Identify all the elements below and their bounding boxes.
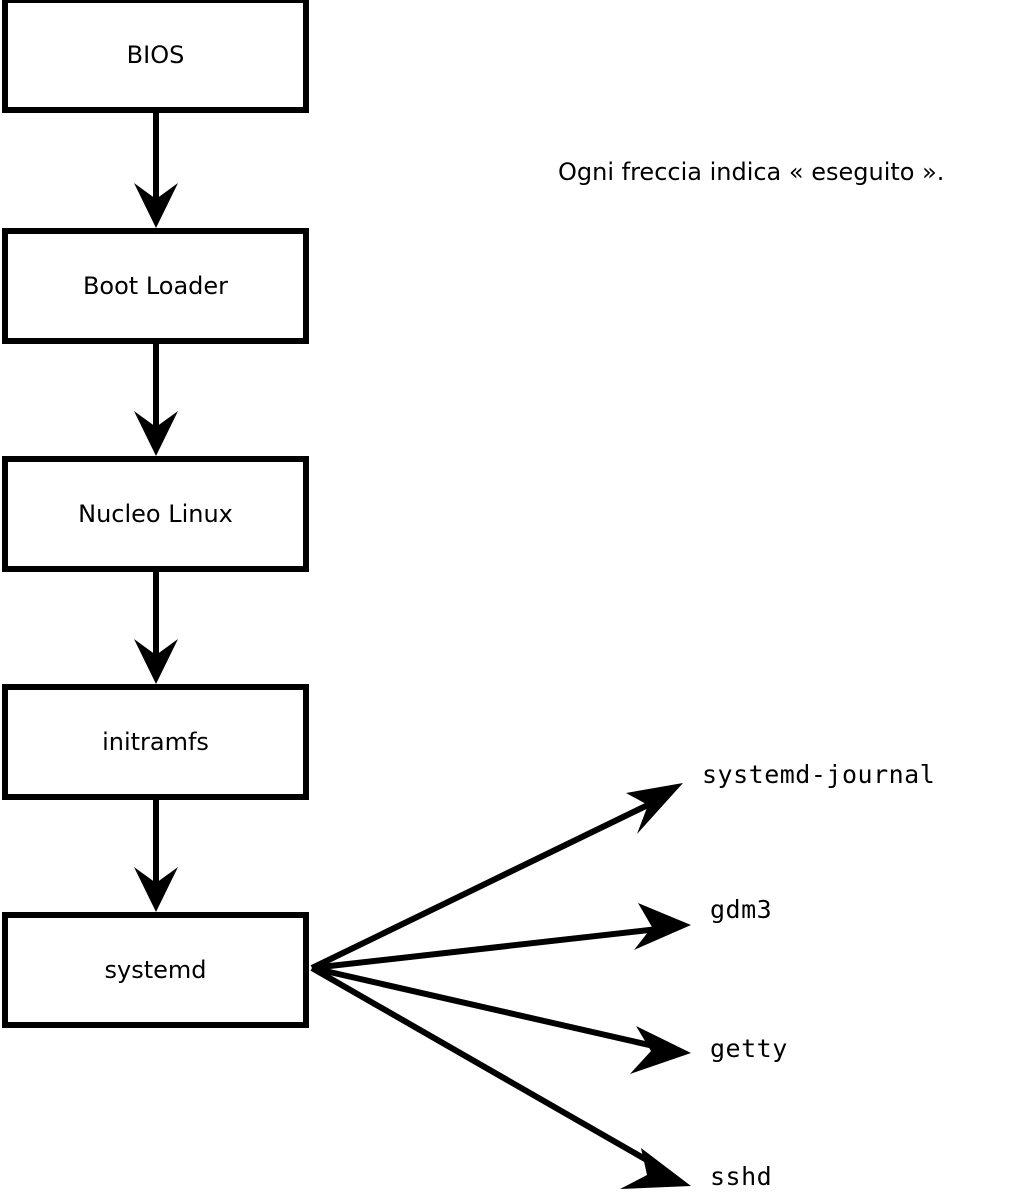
arrow-systemd-to-gdm3 [311,903,691,971]
service-label-sshd: sshd [710,1162,773,1191]
chain-arrow-group [134,113,178,912]
arrow-bios-to-boot-loader [134,113,178,228]
node-initramfs-label: initramfs [102,728,209,756]
node-nucleo-linux[interactable]: Nucleo Linux [2,456,309,572]
node-systemd[interactable]: systemd [2,912,309,1028]
service-label-getty: getty [710,1034,788,1063]
fanout-arrow-group [310,783,691,1189]
arrow-systemd-to-sshd [310,965,691,1189]
node-systemd-label: systemd [104,956,207,984]
node-bios-label: BIOS [126,41,185,69]
node-boot-loader-label: Boot Loader [82,272,229,300]
arrow-systemd-to-systemd-journal [310,783,683,971]
arrow-initramfs-to-systemd [134,800,178,912]
arrow-boot-loader-to-nucleo-linux [134,344,178,456]
arrow-systemd-to-getty [311,965,691,1074]
node-initramfs[interactable]: initramfs [2,684,309,800]
node-bios[interactable]: BIOS [2,0,309,113]
arrow-nucleo-linux-to-initramfs [134,572,178,684]
node-boot-loader[interactable]: Boot Loader [2,228,309,344]
service-label-gdm3: gdm3 [710,895,773,924]
node-nucleo-linux-label: Nucleo Linux [78,500,233,528]
service-label-systemd-journal: systemd-journal [702,760,936,789]
diagram-caption: Ogni freccia indica « eseguito ». [558,158,945,186]
